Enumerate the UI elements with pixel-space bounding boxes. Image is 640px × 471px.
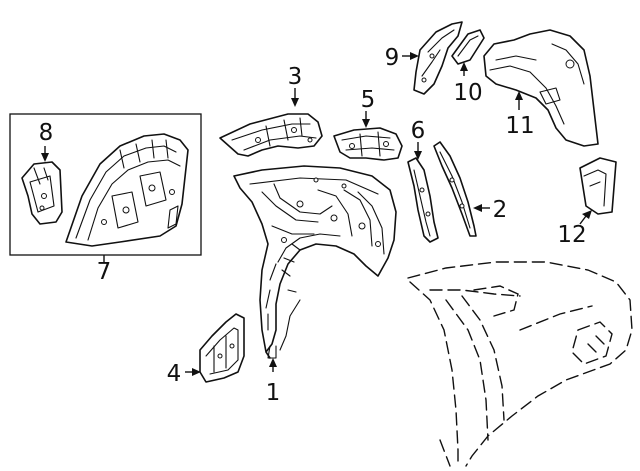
part-1 xyxy=(233,165,397,359)
part-10 xyxy=(451,29,485,65)
body-outline-dashed xyxy=(407,261,633,467)
callout-4: 4 xyxy=(167,361,182,387)
inner-wheelhouse-7 xyxy=(65,133,189,247)
arrow-4 xyxy=(192,368,201,376)
callout-12: 12 xyxy=(557,222,586,248)
callout-6: 6 xyxy=(411,118,426,144)
arrow-6 xyxy=(414,151,422,160)
part-3 xyxy=(219,113,323,157)
callout-5: 5 xyxy=(361,87,376,113)
arrow-11 xyxy=(515,91,523,100)
callout-1: 1 xyxy=(266,380,281,406)
part-8 xyxy=(21,161,63,225)
arrow-8 xyxy=(41,153,49,162)
arrow-3 xyxy=(291,98,299,107)
arrow-12 xyxy=(582,210,592,219)
part-6 xyxy=(407,157,439,243)
callout-8: 8 xyxy=(39,120,54,146)
callout-10: 10 xyxy=(453,80,482,106)
callout-2: 2 xyxy=(493,197,508,223)
part-12 xyxy=(579,157,617,215)
inset-frame-7 xyxy=(9,113,202,256)
part-4 xyxy=(199,313,245,383)
callout-3: 3 xyxy=(288,64,303,90)
arrow-5 xyxy=(362,119,370,128)
part-11 xyxy=(483,29,599,147)
part-9 xyxy=(413,21,463,95)
arrow-1 xyxy=(269,358,277,367)
part-2 xyxy=(433,141,477,237)
arrow-2 xyxy=(473,204,482,212)
callout-9: 9 xyxy=(385,45,400,71)
leader-12 xyxy=(579,215,587,225)
part-5 xyxy=(333,127,403,161)
callout-11: 11 xyxy=(505,113,534,139)
callout-7: 7 xyxy=(97,259,112,285)
arrow-9 xyxy=(410,52,419,60)
arrow-10 xyxy=(460,62,468,71)
